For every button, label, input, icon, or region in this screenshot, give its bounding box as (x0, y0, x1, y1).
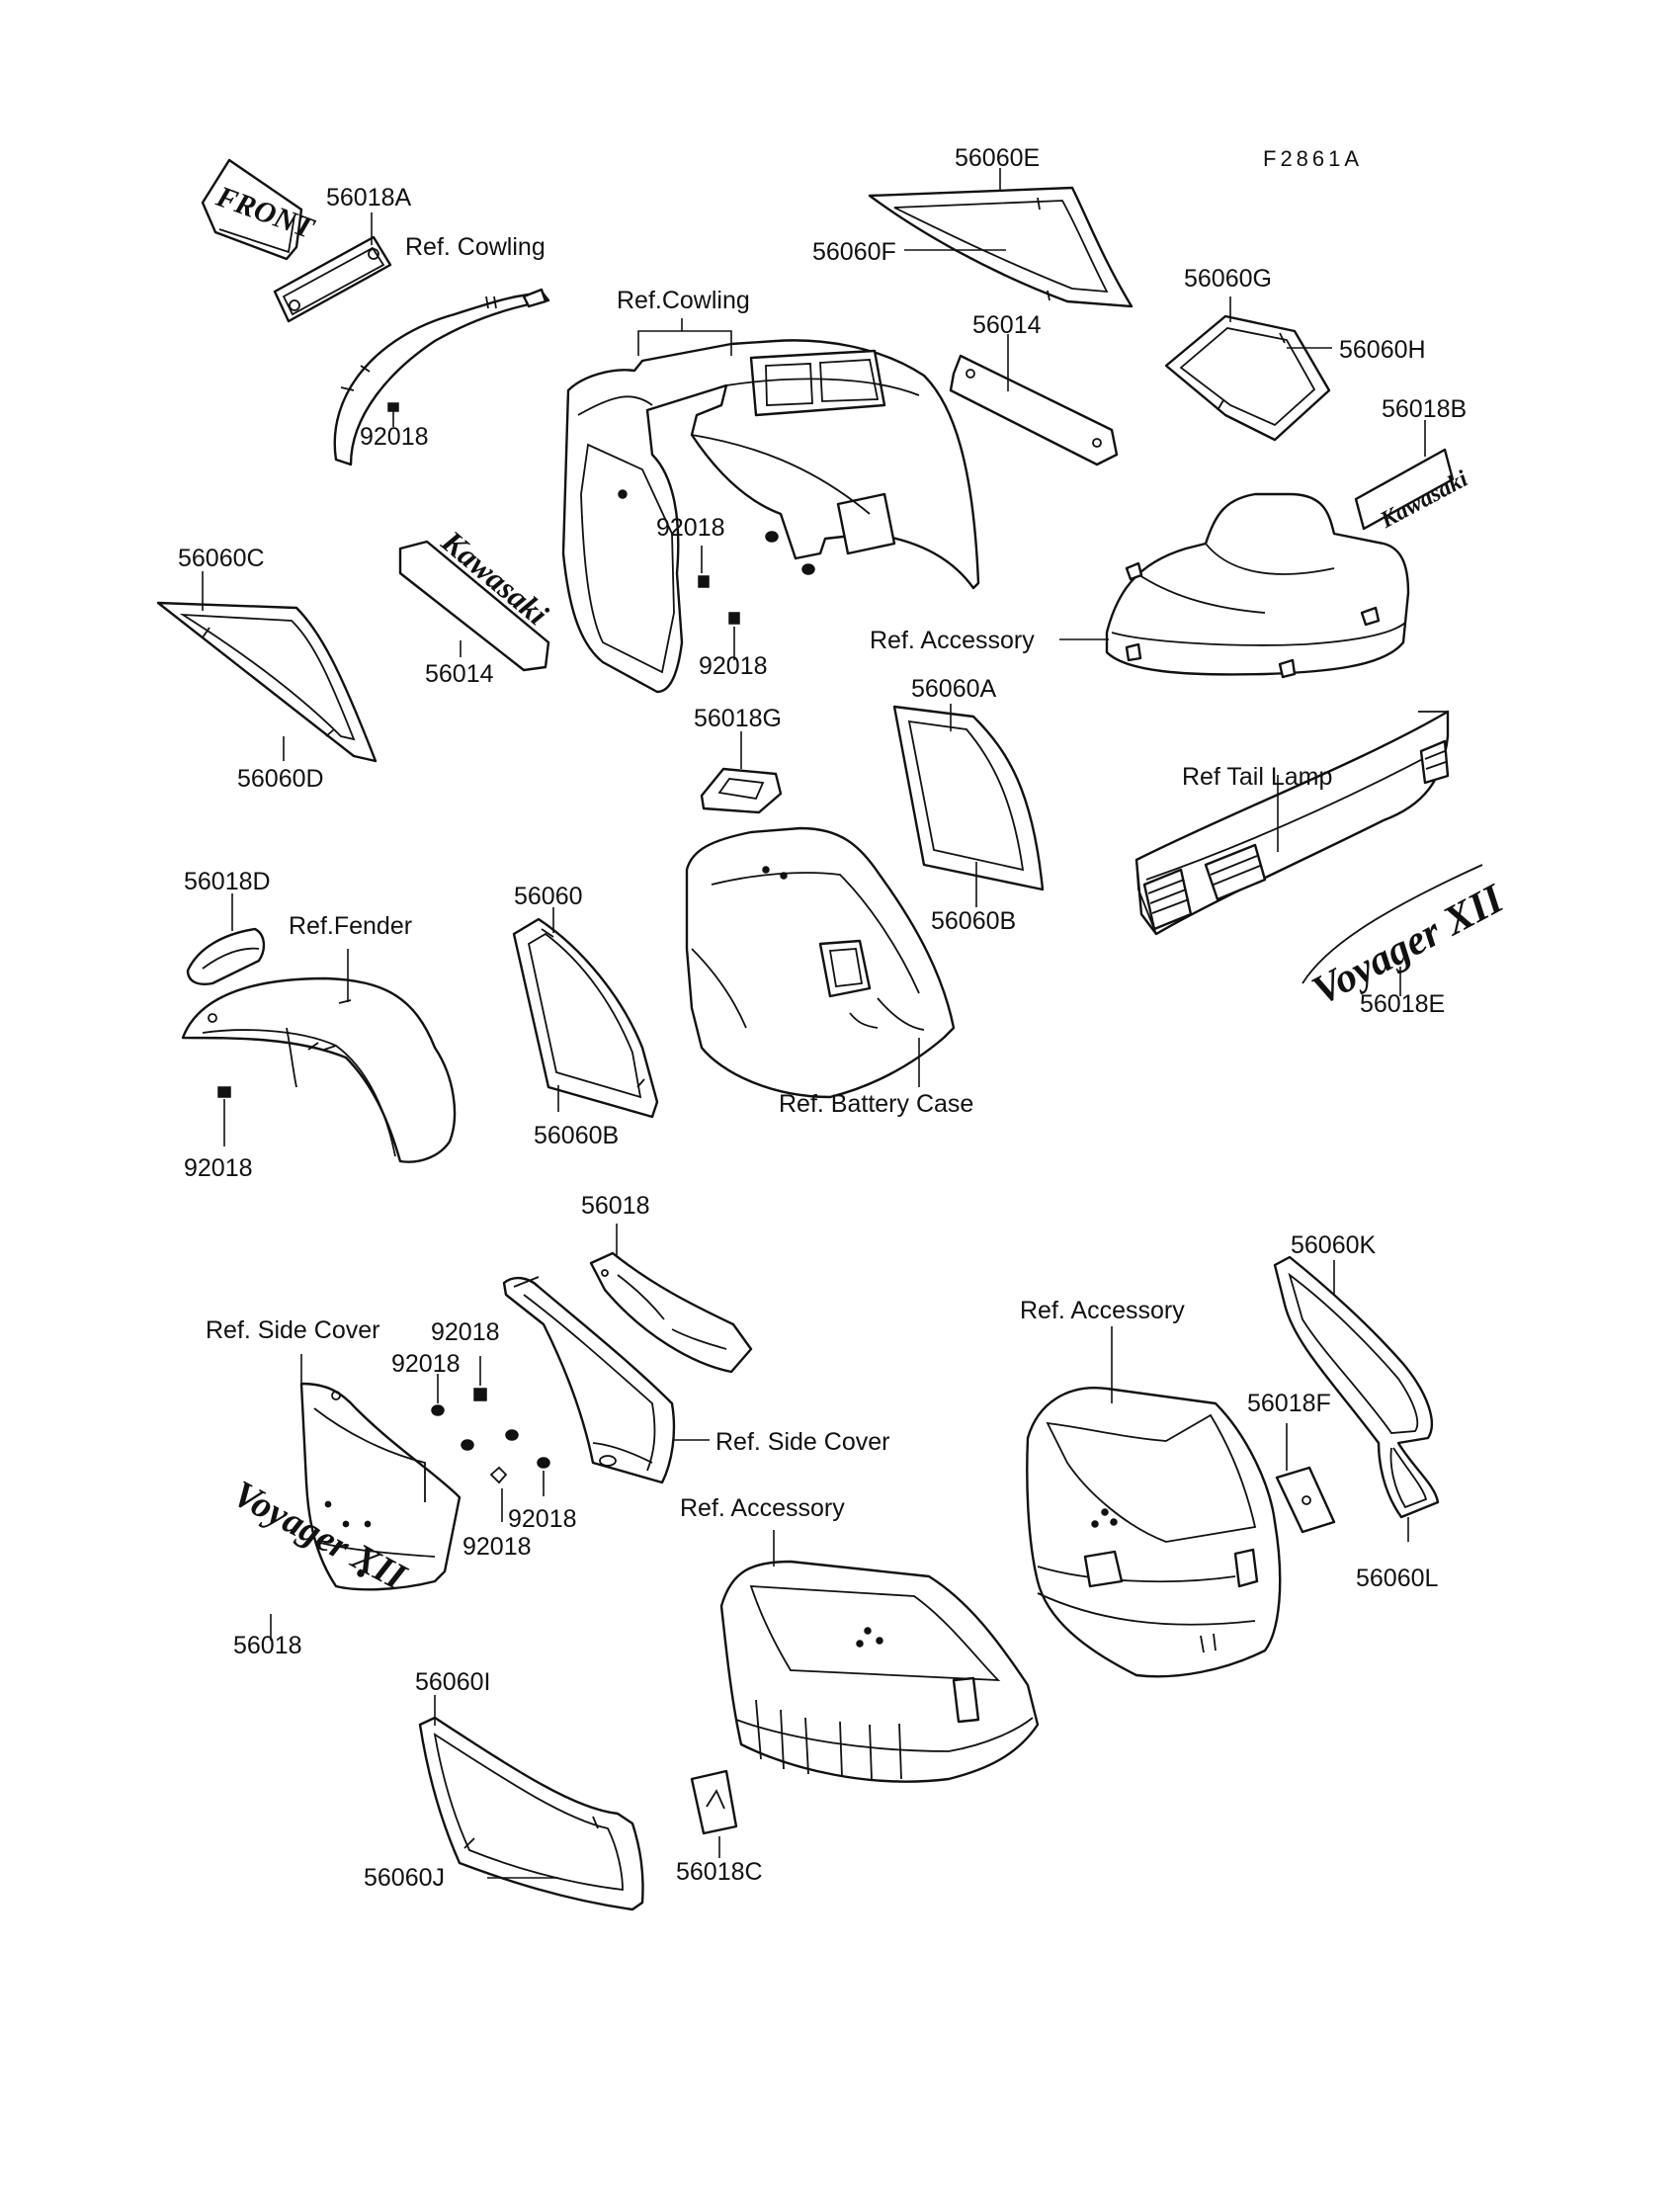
leader-56060-B (552, 907, 559, 1112)
fasteners-92018-cowl (698, 531, 815, 625)
decal-56060 (512, 917, 659, 1119)
badge-56018C (690, 1769, 738, 1835)
label-56014-a: 56014 (972, 311, 1042, 339)
label-ref-side-cover-2: Ref. Side Cover (715, 1428, 889, 1456)
badge-56018G (700, 767, 783, 814)
label-56060B-b: 56060B (534, 1122, 619, 1149)
label-56060H: 56060H (1339, 336, 1426, 364)
battery-case-part (685, 826, 956, 1099)
saddlebag-right-part (1026, 1387, 1282, 1678)
leader-56060CD (202, 571, 285, 761)
label-56018E: 56018E (1360, 990, 1445, 1018)
label-ref-cowling-2: Ref.Cowling (617, 287, 750, 314)
label-ref-side-cover-1: Ref. Side Cover (206, 1316, 379, 1344)
label-ref-fender: Ref.Fender (289, 912, 412, 940)
fasteners-92018-side (431, 1388, 550, 1484)
side-cover-left-part (299, 1382, 462, 1591)
leader-56060GH (1229, 296, 1332, 349)
label-56060: 56060 (514, 883, 583, 910)
label-ref-accessory-3: Ref. Accessory (680, 1494, 845, 1522)
decal-56060A-56060B (892, 705, 1045, 891)
label-56014-b: 56014 (425, 660, 494, 688)
label-ref-tail-lamp: Ref Tail Lamp (1182, 763, 1332, 791)
upper-cowling-part (561, 339, 980, 694)
diagram-code: F2861A (1263, 146, 1363, 171)
emblem-56014-left: Kawasaki (398, 523, 555, 672)
label-92018-a: 92018 (360, 423, 429, 451)
label-56060I: 56060I (415, 1668, 490, 1696)
trunk-accessory-part (1105, 492, 1410, 679)
label-56060D: 56060D (237, 765, 324, 793)
decal-56060I-56060J (418, 1716, 644, 1911)
label-92018-d: 92018 (184, 1154, 253, 1182)
fender-part (181, 976, 457, 1163)
side-cover-right-part (502, 1276, 676, 1484)
leader-56060AB (950, 704, 977, 907)
label-56060E: 56060E (955, 144, 1040, 172)
leader-ref-cowling-2 (637, 318, 732, 356)
leader-92018-efgh (437, 1356, 545, 1522)
leader-92018-bc (701, 546, 735, 660)
emblem-56018-top (589, 1251, 753, 1374)
saddlebag-left-part (719, 1560, 1040, 1783)
label-56060K: 56060K (1291, 1231, 1377, 1259)
label-56060B-a: 56060B (931, 907, 1016, 935)
label-ref-cowling-1: Ref. Cowling (405, 233, 546, 261)
reflector-56018D (186, 927, 266, 985)
label-56060G: 56060G (1184, 265, 1272, 293)
leader-56060EF (904, 168, 1006, 251)
emblem-56018B: Kawasaki (1354, 448, 1472, 534)
label-92018-b: 92018 (656, 514, 725, 542)
strip-56014-right (949, 354, 1119, 466)
label-92018-c: 92018 (699, 652, 768, 680)
label-56018D: 56018D (184, 868, 271, 895)
decal-56060E (868, 186, 1134, 308)
label-56018G: 56018G (694, 705, 782, 732)
label-56018B: 56018B (1382, 395, 1467, 423)
label-56018A: 56018A (326, 184, 412, 212)
leader-56060IJ (434, 1695, 558, 1879)
decal-56060C (156, 601, 378, 763)
label-56018F: 56018F (1247, 1390, 1331, 1417)
label-56018-a: 56018 (581, 1192, 650, 1220)
label-56018C: 56018C (676, 1858, 763, 1886)
front-arrow-icon: FRONT (201, 158, 319, 261)
label-92018-f: 92018 (391, 1350, 461, 1378)
cowling-trim-part (333, 288, 550, 466)
label-56060L: 56060L (1356, 1565, 1439, 1592)
label-56060C: 56060C (178, 545, 265, 572)
label-92018-e: 92018 (431, 1318, 500, 1346)
label-ref-accessory-2: Ref. Accessory (1020, 1297, 1185, 1324)
badge-56018F (1275, 1466, 1336, 1534)
decal-56060K-56060L (1273, 1255, 1440, 1519)
label-ref-accessory-1: Ref. Accessory (870, 627, 1035, 654)
label-56018-b: 56018 (233, 1632, 302, 1659)
label-92018-g: 92018 (508, 1505, 577, 1533)
label-56060A: 56060A (911, 675, 997, 703)
label-56060F: 56060F (812, 238, 896, 266)
label-56060J: 56060J (364, 1864, 445, 1892)
decal-56060G (1164, 314, 1331, 442)
label-92018-h: 92018 (462, 1533, 532, 1561)
decal-56018A (273, 235, 392, 323)
tail-lamp-part (1134, 710, 1450, 936)
label-ref-battery-case: Ref. Battery Case (779, 1090, 973, 1118)
